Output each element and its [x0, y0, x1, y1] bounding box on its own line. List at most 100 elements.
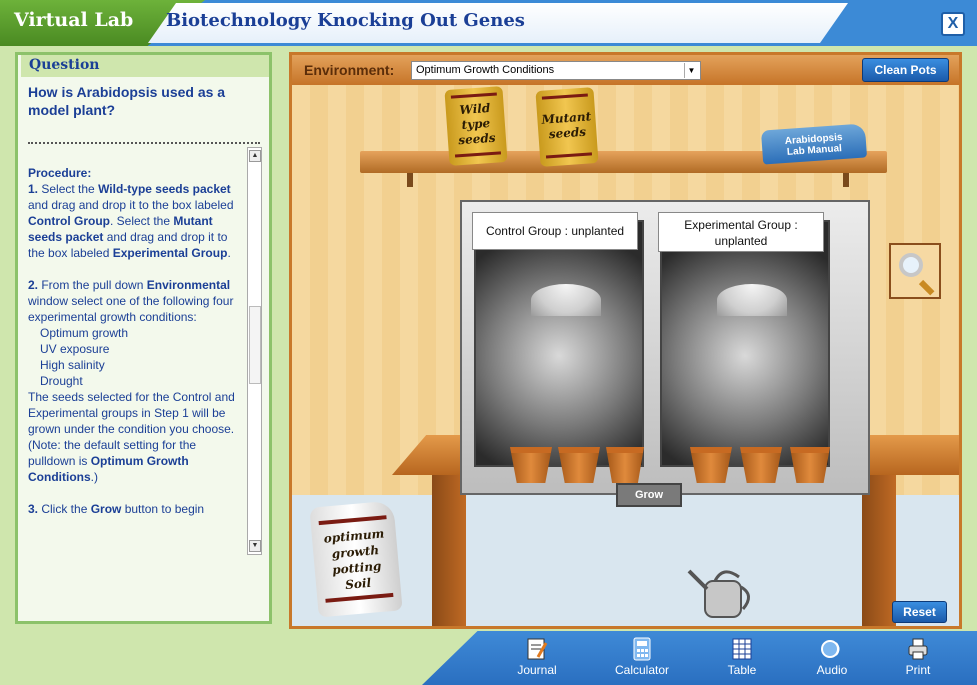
step-text-bold: Mutant seeds packet: [28, 214, 213, 244]
step-text: .): [90, 470, 98, 484]
scroll-thumb[interactable]: [249, 306, 261, 384]
condition-item: Drought: [40, 374, 83, 388]
soil-label: Soil: [344, 575, 372, 593]
step-text: window select one of the following four …: [28, 294, 234, 324]
table-icon: [732, 638, 752, 660]
table-leg: [862, 475, 896, 626]
environment-selected-value: Optimum Growth Conditions: [416, 64, 555, 76]
experimental-group-box[interactable]: [660, 220, 830, 483]
header-bar: Virtual Lab Biotechnology Knocking Out G…: [0, 0, 977, 46]
scroll-down-icon[interactable]: ▼: [249, 540, 261, 552]
soil-label: potting: [331, 558, 382, 578]
audio-button[interactable]: Audio: [792, 637, 872, 683]
journal-button[interactable]: Journal: [497, 637, 577, 683]
chevron-down-icon[interactable]: ▼: [684, 63, 698, 78]
shelf-bracket: [843, 173, 849, 187]
audio-label: Audio: [816, 663, 848, 677]
step-text-bold: Experimental Group: [112, 246, 228, 260]
reset-button[interactable]: Reset: [892, 601, 947, 623]
step-number: 1.: [28, 182, 39, 196]
step-text: Select the: [38, 182, 99, 196]
watering-can-icon[interactable]: [687, 565, 757, 621]
control-group-box[interactable]: [474, 220, 644, 483]
control-pot[interactable]: [606, 447, 644, 483]
procedure-scrollbar[interactable]: ▲ ▼: [247, 147, 262, 555]
bag-stripe: [325, 592, 394, 603]
calculator-label: Calculator: [614, 663, 670, 677]
control-pot[interactable]: [510, 447, 552, 483]
environment-label: Environment:: [304, 62, 395, 78]
shelf-bracket: [407, 173, 413, 187]
experimental-pot[interactable]: [690, 447, 732, 483]
audio-icon: [821, 640, 840, 658]
table-button[interactable]: Table: [702, 637, 782, 683]
environment-select[interactable]: Optimum Growth Conditions ▼: [411, 61, 701, 80]
bottom-toolbar: Journal Calculator Table Audio Print: [422, 631, 977, 685]
procedure-text[interactable]: Procedure: 1. Select the Wild-type seeds…: [28, 165, 246, 557]
clean-pots-button[interactable]: Clean Pots: [862, 58, 949, 82]
step-text: .: [227, 246, 231, 260]
packet-label: type: [461, 116, 491, 132]
magnifier-icon[interactable]: [889, 243, 941, 299]
mutant-seeds-packet[interactable]: Mutant seeds: [535, 87, 599, 167]
step-text: . Select the: [109, 214, 174, 228]
grow-button[interactable]: Grow: [616, 483, 682, 507]
question-label: Question: [29, 57, 100, 73]
brand-title: Virtual Lab: [14, 9, 134, 31]
lamp-icon: [717, 284, 787, 316]
calculator-button[interactable]: Calculator: [602, 637, 682, 683]
journal-label: Journal: [517, 663, 557, 677]
journal-icon: [527, 638, 548, 660]
printer-icon: [908, 638, 928, 660]
environment-bar: Environment: Optimum Growth Conditions ▼…: [292, 55, 959, 85]
lab-workspace: Environment: Optimum Growth Conditions ▼…: [289, 52, 962, 629]
growth-chamber: Control Group : unplanted Experimental G…: [460, 200, 870, 495]
close-button[interactable]: X: [941, 12, 965, 36]
condition-item: High salinity: [40, 358, 105, 372]
step-text-bold: Wild-type seeds packet: [98, 182, 231, 196]
table-label: Table: [727, 663, 757, 677]
lab-floor: [292, 495, 959, 626]
lamp-icon: [531, 284, 601, 316]
step-number: 2.: [28, 278, 39, 292]
packet-stripe: [450, 92, 497, 99]
wild-type-seeds-packet[interactable]: Wild type seeds: [444, 86, 508, 166]
step-text: Click the: [38, 502, 91, 516]
soil-label: growth: [331, 542, 380, 562]
question-text: How is Arabidopsis used as a model plant…: [28, 84, 226, 118]
packet-stripe: [545, 152, 593, 159]
condition-item: UV exposure: [40, 342, 110, 356]
step-number: 3.: [28, 502, 39, 516]
packet-stripe: [541, 93, 588, 100]
magnifier-lens: [899, 253, 923, 277]
magnifier-handle: [918, 279, 935, 296]
bag-stripe: [318, 515, 387, 526]
print-button[interactable]: Print: [878, 637, 958, 683]
print-label: Print: [905, 663, 931, 677]
question-tab: Question: [21, 55, 269, 77]
spacer: [28, 485, 246, 501]
step-text-bold: Grow: [90, 502, 122, 516]
step-text: From the pull down: [38, 278, 147, 292]
procedure-heading: Procedure:: [28, 166, 92, 180]
divider: [28, 142, 260, 144]
step-text-bold: Optimum Growth Conditions: [28, 454, 189, 484]
experimental-pot[interactable]: [740, 447, 782, 483]
packet-label: seeds: [457, 130, 496, 148]
control-pot[interactable]: [558, 447, 600, 483]
experimental-pot[interactable]: [790, 447, 830, 483]
packet-label: Wild: [458, 100, 491, 118]
step-text: The seeds selected for the Control and E…: [28, 390, 235, 468]
step-text: button to begin: [121, 502, 205, 516]
packet-label: seeds: [548, 124, 587, 142]
potting-soil-bag[interactable]: optimum growth potting Soil: [309, 500, 403, 618]
packet-stripe: [454, 151, 502, 158]
step-text-bold: Control Group: [28, 214, 110, 228]
scroll-up-icon[interactable]: ▲: [249, 150, 261, 162]
step-text-bold: Environmental: [146, 278, 231, 292]
table-leg: [432, 475, 466, 626]
calculator-icon: [633, 637, 651, 661]
condition-item: Optimum growth: [40, 326, 129, 340]
lab-manual-book[interactable]: Arabidopsis Lab Manual: [760, 123, 868, 165]
step-text: and drag and drop it to the box labeled: [28, 230, 228, 260]
